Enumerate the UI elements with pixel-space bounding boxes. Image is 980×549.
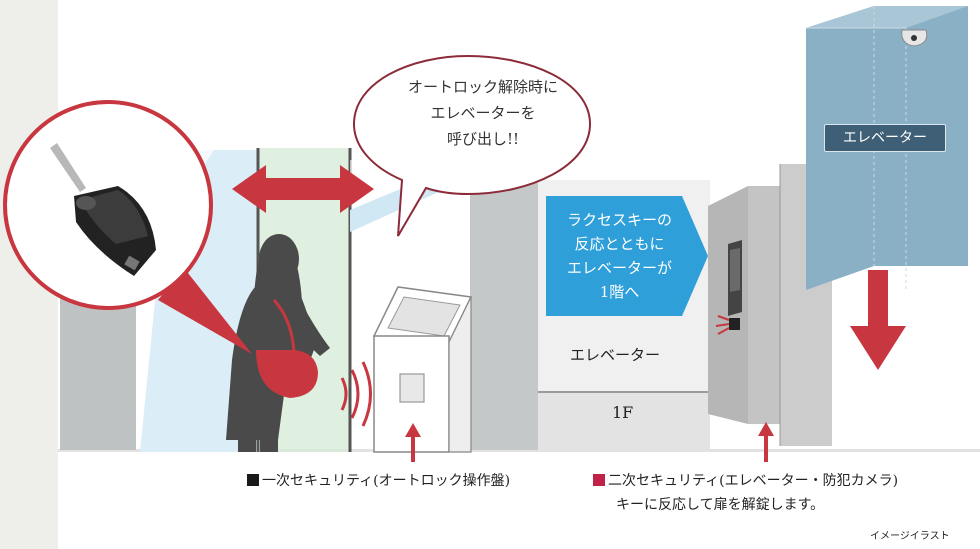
- primary-square-icon: [247, 474, 259, 486]
- handbag: [256, 350, 318, 398]
- primary-security-pointer: [405, 423, 421, 462]
- key-reader: [399, 373, 425, 403]
- legend-secondary-line2: キーに反応して扉を解錠します。: [616, 497, 825, 513]
- smart-key-image: [50, 143, 156, 276]
- left-wall: [60, 290, 136, 450]
- elevator-down-arrow: [850, 270, 906, 370]
- elevator-cab-label: エレベーター: [824, 124, 946, 152]
- blue-callout-arrow: [546, 196, 708, 316]
- callout-line-4: 1階へ: [599, 283, 640, 301]
- callout-line-2: 反応とともに: [574, 235, 665, 253]
- hall-pillar: [470, 176, 538, 450]
- secondary-security-pointer: [758, 422, 774, 462]
- elevator-hall-label: エレベーター: [570, 346, 661, 364]
- magnifier-pointer: [158, 268, 252, 354]
- floor-line: [58, 449, 980, 452]
- secondary-square-icon: [593, 474, 605, 486]
- legend-secondary-text: 二次セキュリティ(エレベーター・防犯カメラ): [608, 473, 899, 489]
- callout-line-3: エレベーターが: [566, 259, 672, 277]
- legend-primary: 一次セキュリティ(オートロック操作盤): [247, 470, 510, 490]
- floor-label: 1F: [612, 403, 634, 422]
- blue-callout-text: ラクセスキーの 反応とともに エレベーターが 1階へ: [552, 208, 687, 304]
- bubble-line-1: オートロック解除時に: [407, 78, 558, 96]
- legend-primary-text: 一次セキュリティ(オートロック操作盤): [262, 473, 511, 489]
- footnote: イメージイラスト: [870, 531, 950, 542]
- speech-bubble: [352, 54, 592, 237]
- elevator-frame-front: [748, 186, 780, 424]
- bubble-line-2: エレベーターを: [430, 104, 536, 122]
- bubble-line-3: 呼び出し!!: [446, 130, 520, 148]
- legend-secondary: 二次セキュリティ(エレベーター・防犯カメラ): [593, 470, 898, 490]
- speech-bubble-text: オートロック解除時に エレベーターを 呼び出し!!: [388, 74, 578, 152]
- door-slide-arrow: [232, 165, 374, 213]
- callout-line-1: ラクセスキーの: [566, 211, 672, 229]
